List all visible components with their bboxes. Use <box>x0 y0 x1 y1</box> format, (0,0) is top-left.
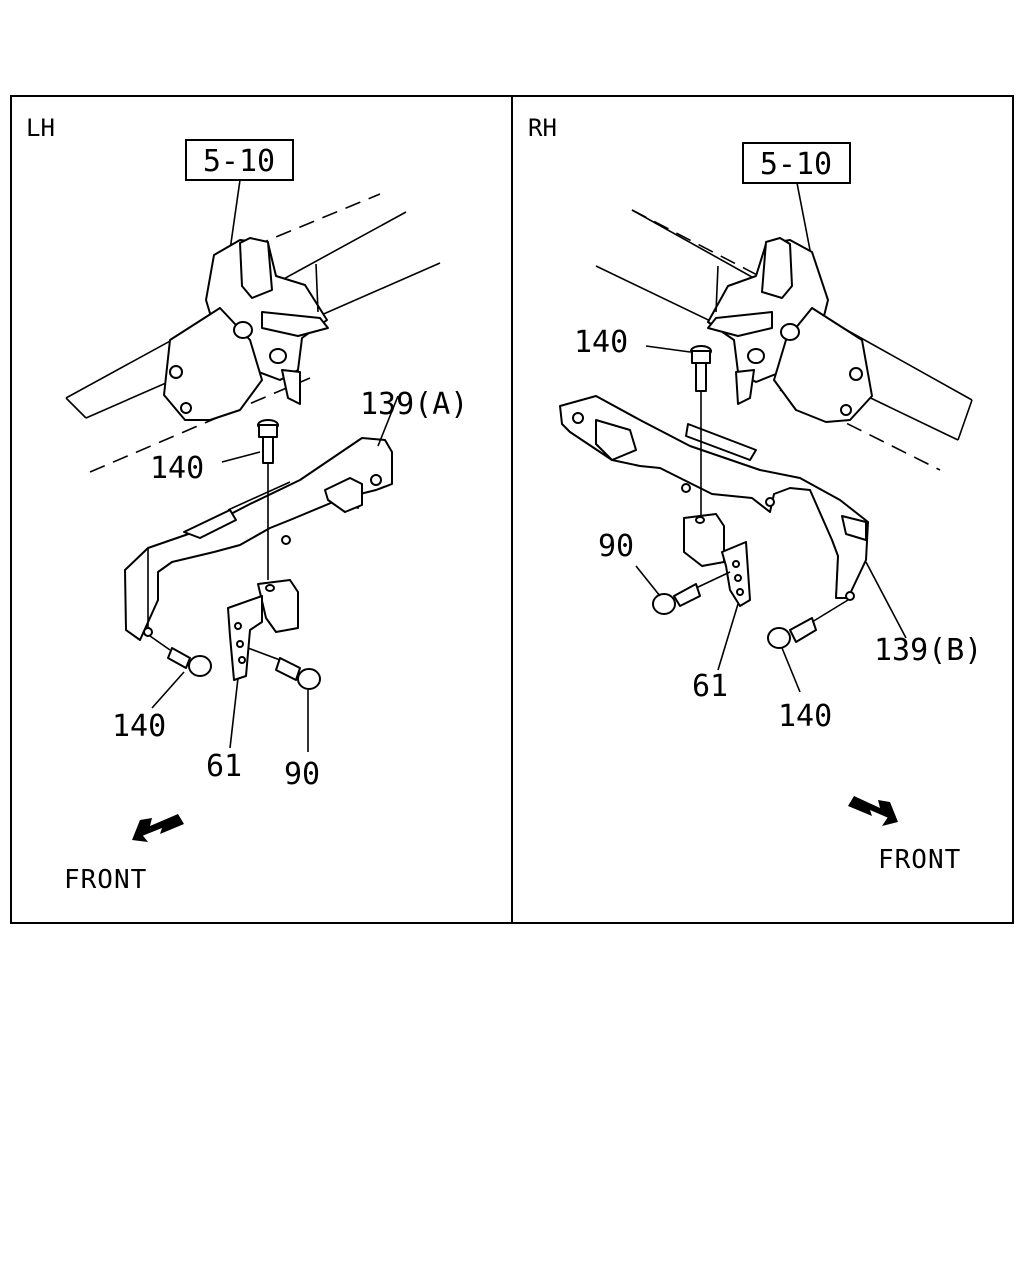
rh-plate-61 <box>721 541 751 607</box>
rh-bracket-139b <box>559 395 869 601</box>
rh-label-90: 90 <box>598 529 634 564</box>
rh-label-140-bottom: 140 <box>778 699 832 734</box>
lh-bracket-139a <box>124 437 393 641</box>
rh-label-139b: 139(B) <box>874 633 982 668</box>
lh-ref-box-label: 5-10 <box>203 144 275 179</box>
lh-plate-61 <box>227 595 263 681</box>
lh-bolt-140-top[interactable] <box>257 419 279 580</box>
rh-leader-140-bottom <box>781 647 801 693</box>
lh-side-label: LH <box>26 114 55 142</box>
lh-front-label: FRONT <box>64 865 147 895</box>
lh-label-90: 90 <box>284 757 320 792</box>
rh-engine-mount <box>707 237 873 423</box>
lh-ref-box[interactable]: 5-10 <box>185 139 294 181</box>
lh-engine-mount <box>163 237 329 421</box>
rh-side-label: RH <box>528 114 557 142</box>
rh-panel: RH 5-10 <box>528 114 982 875</box>
rh-leader-139b <box>865 561 907 639</box>
lh-panel: LH 5-10 <box>26 114 468 895</box>
rh-bolt-90[interactable] <box>652 571 731 615</box>
lh-leader-61 <box>229 677 239 749</box>
lh-label-140-bottom: 140 <box>112 709 166 744</box>
rh-ref-leader <box>796 182 811 251</box>
lh-front-arrow-icon <box>132 814 184 842</box>
rh-leader-90 <box>635 565 661 597</box>
rh-front-arrow-icon <box>848 796 898 826</box>
rh-leader-140-top <box>645 345 691 353</box>
lh-bolt-140-bottom[interactable] <box>149 635 212 677</box>
rh-front-label: FRONT <box>878 845 961 875</box>
rh-label-61: 61 <box>692 669 728 704</box>
lh-bolt-90[interactable] <box>247 647 321 690</box>
lh-leader-139a <box>377 395 399 447</box>
lh-label-139a: 139(A) <box>360 387 468 422</box>
lh-leader-140-bottom <box>151 671 185 709</box>
rh-ref-box[interactable]: 5-10 <box>742 142 851 184</box>
lh-spacer-block <box>257 579 299 633</box>
lh-label-61: 61 <box>206 749 242 784</box>
rh-bolt-140-top[interactable] <box>690 345 712 515</box>
lh-leader-140-top <box>221 451 261 463</box>
rh-label-140-top: 140 <box>574 325 628 360</box>
rh-ref-box-label: 5-10 <box>760 147 832 182</box>
rh-bolt-140-bottom[interactable] <box>767 599 849 649</box>
rh-leader-61 <box>717 603 739 671</box>
lh-ref-leader <box>229 179 241 251</box>
rh-spacer-block <box>683 513 725 567</box>
lh-label-140-top: 140 <box>150 451 204 486</box>
